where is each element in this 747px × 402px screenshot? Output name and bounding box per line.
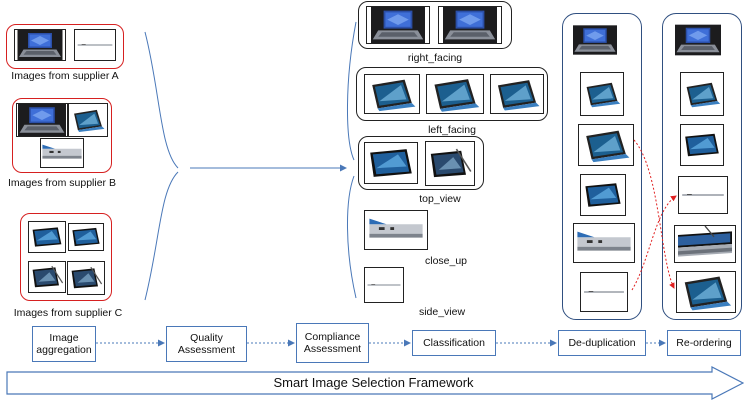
framework-arrow — [6, 366, 744, 400]
supplier-b-group — [12, 98, 112, 173]
supplier-c-label: Images from supplier C — [13, 307, 123, 319]
reorder-thumb-4 — [678, 176, 728, 214]
step-image-aggregation: Image aggregation — [32, 326, 96, 362]
left-facing-thumb-1 — [364, 74, 420, 114]
step-deduplication: De-duplication — [558, 330, 646, 356]
step-quality-assessment: Quality Assessment — [166, 326, 247, 362]
supplier-a-thumb-1 — [14, 29, 66, 61]
framework-label: Smart Image Selection Framework — [273, 375, 474, 390]
category-curve-bottom — [347, 175, 357, 299]
left-facing-thumb-2 — [426, 74, 484, 114]
dedup-thumb-3 — [578, 124, 634, 166]
supplier-c-thumb-4 — [67, 261, 105, 295]
dedup-thumb-1 — [573, 22, 617, 58]
close-up-thumb — [364, 210, 428, 250]
right-facing-thumb-2 — [438, 6, 502, 44]
step-classification: Classification — [412, 330, 496, 356]
reorder-thumb-1 — [675, 22, 721, 58]
deduplication-stage — [562, 13, 642, 320]
supplier-a-thumb-2 — [74, 29, 116, 61]
side-view-thumb — [364, 267, 404, 303]
reorder-thumb-5 — [674, 225, 736, 263]
reorder-thumb-3 — [680, 124, 724, 166]
top-view-group — [358, 136, 484, 190]
supplier-b-thumb-2 — [68, 103, 108, 137]
supplier-c-thumb-1 — [28, 221, 66, 253]
left-facing-thumb-3 — [490, 74, 544, 114]
supplier-c-thumb-2 — [68, 223, 104, 251]
left-facing-group — [356, 67, 548, 121]
reorder-arrow-1 — [633, 139, 675, 289]
dedup-thumb-4 — [580, 174, 626, 216]
reorder-arrow-2 — [631, 195, 677, 291]
top-view-thumb-2 — [425, 141, 475, 186]
supplier-b-thumb-3 — [40, 138, 84, 168]
right-facing-label: right_facing — [407, 52, 463, 64]
merge-curve-top — [144, 31, 179, 169]
reorder-thumb-2 — [680, 72, 724, 116]
right-facing-group — [358, 1, 512, 49]
supplier-a-group — [6, 24, 124, 69]
dedup-thumb-6 — [580, 272, 628, 312]
step-compliance-assessment: Compliance Assessment — [296, 323, 369, 363]
category-curve-top — [347, 21, 357, 161]
supplier-c-group — [20, 213, 112, 301]
supplier-b-label: Images from supplier B — [8, 177, 116, 189]
reordering-stage — [662, 13, 742, 320]
side-view-label: side_view — [418, 306, 466, 318]
top-view-label: top_view — [419, 193, 461, 205]
supplier-c-thumb-3 — [28, 261, 66, 293]
top-view-thumb-1 — [364, 142, 418, 184]
merge-curve-bottom — [144, 171, 179, 301]
close-up-label: close_up — [424, 255, 468, 267]
dedup-thumb-2 — [580, 72, 624, 116]
left-facing-label: left_facing — [428, 124, 476, 136]
supplier-b-thumb-1 — [16, 103, 68, 137]
dedup-thumb-5 — [573, 223, 635, 263]
right-facing-thumb-1 — [366, 6, 430, 44]
reorder-thumb-6 — [676, 271, 736, 313]
step-reordering: Re-ordering — [667, 330, 741, 356]
supplier-a-label: Images from supplier A — [11, 70, 119, 82]
